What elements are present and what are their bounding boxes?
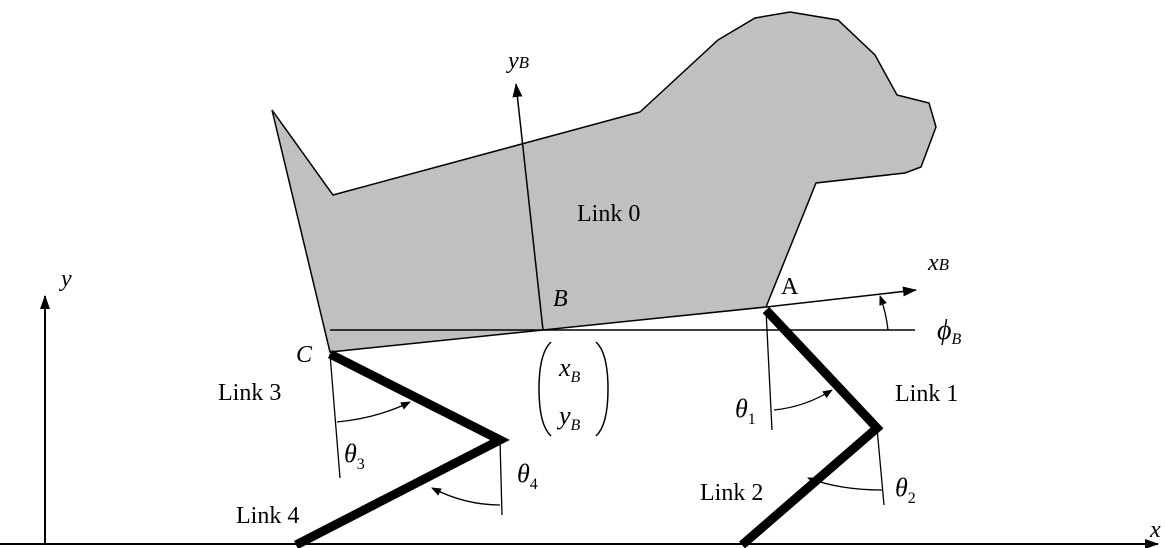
point-a-label: A [781,274,799,300]
leg-link3-link4 [293,349,510,548]
world-y-axis-label: y [59,266,72,292]
vector-right-paren [595,341,609,437]
theta2-angle-arc [807,477,883,491]
theta3-angle-arc [336,401,411,423]
link2-label: Link 2 [700,480,763,506]
body-x-axis [765,286,917,308]
theta1-reference-line [765,309,773,431]
dog-body-link0 [271,11,937,353]
theta4-reference-line [499,439,503,516]
body-x-axis-label: xB [927,250,950,276]
link1-label: Link 1 [895,381,958,407]
theta3-label: θ3 [344,439,365,473]
point-c-label: C [296,342,313,368]
phi-b-label: ϕB [937,315,962,348]
body-y-axis [512,83,544,331]
theta4-angle-arc [431,487,501,506]
world-x-axis-label: x [1149,517,1161,543]
vector-yb-label: yB [556,401,581,434]
theta1-label: θ1 [735,394,756,428]
link0-label: Link 0 [577,201,640,227]
theta2-label: θ2 [895,473,916,507]
theta2-reference-line [876,427,885,506]
vector-left-paren [538,341,552,437]
link4-label: Link 4 [236,503,299,529]
link3-label: Link 3 [218,380,281,406]
vector-xb-label: xB [558,353,581,386]
phi-angle-arc [879,295,889,331]
theta4-label: θ4 [517,459,538,493]
theta3-reference-line [329,353,341,479]
point-b-label: B [553,286,568,312]
theta1-angle-arc [773,389,833,411]
leg-link1-link2 [739,306,884,548]
body-y-axis-label: yB [506,48,530,74]
